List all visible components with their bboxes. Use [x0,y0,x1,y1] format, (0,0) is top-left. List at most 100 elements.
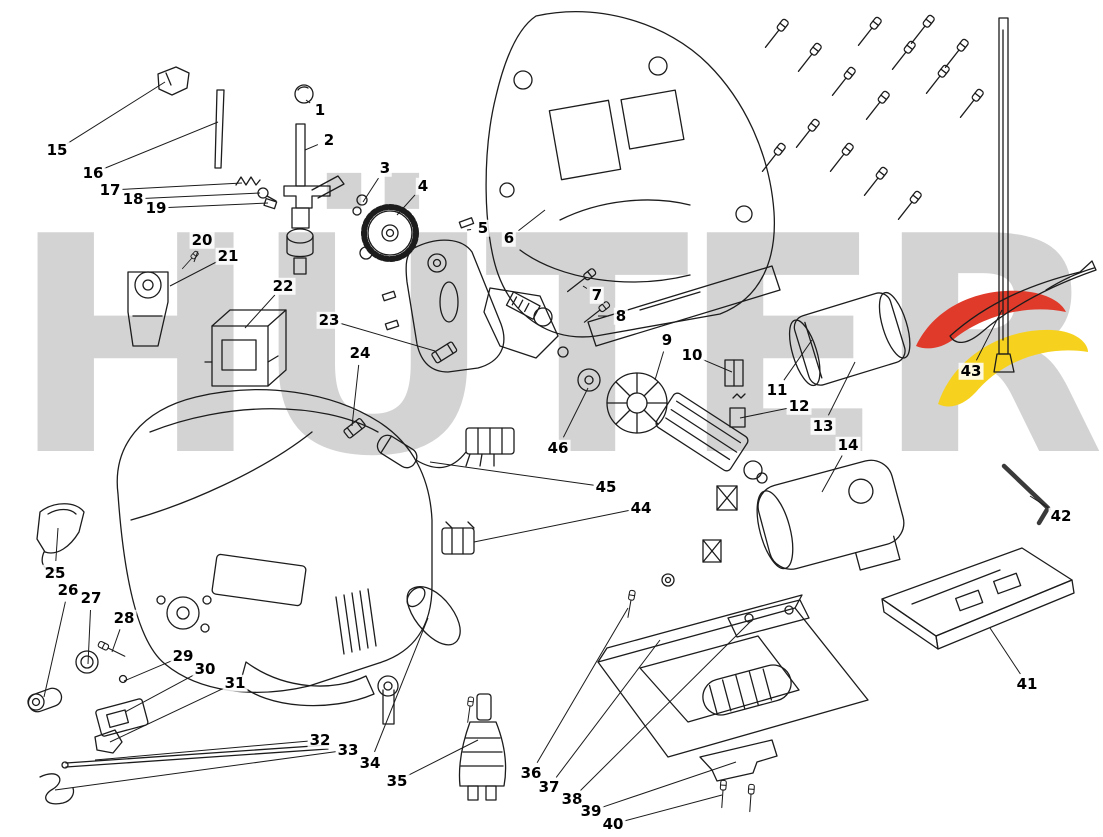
part-label-28: 28 [111,608,137,627]
logo-swoosh-yellow [938,329,1088,407]
clip-23 [431,341,458,364]
cord-guard [458,693,507,801]
clamp-plate-30 [95,698,149,737]
leader-line-7 [582,285,588,289]
leader-line-25 [55,527,59,562]
part-label-20: 20 [189,230,215,249]
leader-line-14 [821,455,843,493]
leader-line-23 [340,322,436,352]
leader-line-41 [989,627,1021,675]
part-label-42: 42 [1048,506,1074,525]
part-label-45: 45 [593,477,619,496]
motor-bracket [756,459,905,571]
leader-line-44 [473,509,630,543]
ball-knob [294,84,314,104]
pin-dot-29 [118,674,128,684]
spring-17 [235,176,261,186]
part-label-15: 15 [44,140,70,159]
roller-small [27,687,63,713]
leader-line-9 [654,351,665,381]
leader-lines [43,81,1052,822]
stator [788,291,911,387]
part-label-44: 44 [628,498,654,517]
part-label-38: 38 [559,789,585,808]
leader-line-2 [304,144,319,151]
leader-line-28 [111,629,121,653]
part-label-5: 5 [475,218,491,237]
wire-spring-33 [39,773,75,805]
leader-line-35 [407,739,479,777]
washer-46 [577,368,601,392]
leader-line-36 [536,607,629,763]
part-label-24: 24 [347,343,373,362]
leader-line-26 [43,601,66,698]
part-label-11: 11 [764,380,790,399]
part-label-21: 21 [215,246,241,265]
pin-5 [458,217,475,229]
leader-line-15 [66,81,166,145]
part-label-7: 7 [589,285,605,304]
leader-line-45 [429,461,595,486]
logo-swoosh-red [916,290,1066,349]
leader-line-43 [975,309,1003,361]
base-plate [881,547,1075,650]
leader-line-37 [555,639,661,778]
leader-line-38 [580,621,751,791]
part-label-43: 43 [958,361,984,380]
leader-line-31 [109,687,225,743]
leader-line-24 [351,364,360,427]
part-label-13: 13 [810,416,836,435]
part-label-34: 34 [357,753,383,772]
clip-24 [343,418,366,439]
part-label-3: 3 [377,158,393,177]
part-label-25: 25 [42,563,68,582]
bracket-piece-31 [94,729,123,754]
leader-line-12 [739,407,788,419]
leader-line-11 [783,339,813,381]
leader-line-39 [602,761,737,808]
screw-20 [180,250,200,271]
leader-line-13 [827,361,856,416]
part-label-6: 6 [501,228,517,247]
part-label-36: 36 [518,763,544,782]
leader-line-21 [169,261,218,287]
part-label-22: 22 [270,276,296,295]
part-label-39: 39 [578,801,604,820]
roller-lever [127,271,169,347]
leader-line-29 [123,660,173,682]
part-label-2: 2 [321,130,337,149]
allen-key [1001,463,1051,526]
guide-pin [214,89,225,169]
leader-line-42 [1029,495,1052,510]
screws-cluster [759,13,985,223]
counterweight-plate [381,239,505,373]
leader-line-27 [87,609,91,665]
main-body-housing [116,389,433,725]
leader-line-20 [193,251,199,263]
leader-line-4 [396,194,416,216]
switch-terminal [376,427,515,469]
sleeve-19 [263,197,278,210]
part-label-19: 19 [143,198,169,217]
part-label-30: 30 [192,659,218,678]
base-assembly [597,573,869,813]
part-label-8: 8 [613,306,629,325]
leader-line-19 [167,202,269,208]
part-label-16: 16 [80,163,106,182]
part-label-1: 1 [312,100,328,119]
part-label-10: 10 [679,345,705,364]
screw-8 [581,300,612,326]
leader-line-17 [121,182,243,190]
support-arm [483,287,569,359]
leader-line-30 [124,674,195,713]
part-label-33: 33 [335,740,361,759]
part-label-17: 17 [97,180,123,199]
saw-blade [993,17,1015,373]
leader-line-22 [244,294,276,329]
leader-line-46 [562,387,589,438]
leader-line-40 [624,794,723,822]
part-label-27: 27 [78,588,104,607]
leader-line-18 [144,192,261,199]
